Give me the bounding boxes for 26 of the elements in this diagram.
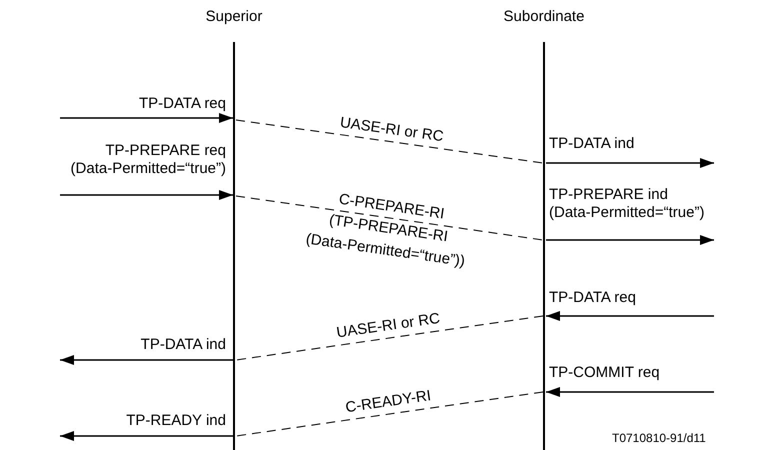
message-label: UASE-RI or RC xyxy=(334,308,442,344)
message-label: TP-DATA ind xyxy=(549,135,636,153)
dashed-line xyxy=(236,316,544,360)
message-label: TP-PREPARE req (Data-Permitted=“true”) xyxy=(70,142,226,178)
dashed-line xyxy=(236,392,544,436)
lifeline-title: Superior xyxy=(206,8,262,25)
arrow xyxy=(546,311,714,321)
lifeline-title: Subordinate xyxy=(504,8,584,25)
figure-id-note: T0710810-91/d11 xyxy=(612,430,706,447)
arrow xyxy=(546,158,714,168)
arrow xyxy=(546,387,714,397)
arrow xyxy=(60,113,233,123)
arrow xyxy=(60,190,233,200)
message-label: TP-DATA ind xyxy=(140,336,226,354)
arrow xyxy=(546,235,714,245)
arrow xyxy=(60,355,233,365)
message-label: TP-COMMIT req xyxy=(549,364,661,382)
arrow xyxy=(60,431,233,441)
message-label: UASE-RI or RC xyxy=(337,112,445,147)
dashed-line xyxy=(236,120,544,164)
message-label: TP-DATA req xyxy=(549,289,637,307)
message-label: TP-PREPARE ind (Data-Permitted=“true”) xyxy=(549,186,706,222)
message-label: C-READY-RI xyxy=(342,386,433,418)
message-label: TP-DATA req xyxy=(138,95,226,113)
dashed-line xyxy=(236,196,544,240)
message-label: TP-READY ind xyxy=(125,412,226,430)
